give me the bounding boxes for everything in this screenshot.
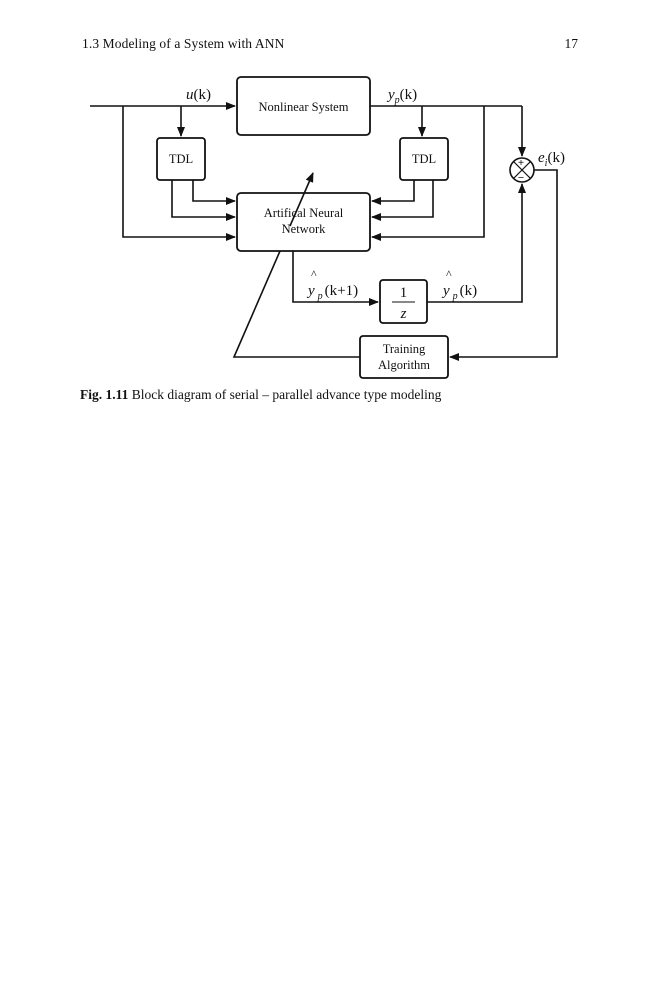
- training-label-line1: Training: [383, 342, 426, 356]
- yp-direct-to-ann-line: [371, 106, 485, 241]
- tdl-left-output-lower: [171, 180, 236, 221]
- tdl-right-output-upper: [371, 180, 415, 205]
- label-error-e-k: ei(k): [538, 150, 565, 169]
- u-direct-to-ann-line: [122, 106, 236, 241]
- tdl-right-label: TDL: [412, 152, 436, 166]
- sum-minus-sign: −: [518, 172, 524, 184]
- tdl-right-block: TDL: [399, 137, 449, 181]
- page-number: 17: [564, 36, 579, 51]
- svg-text:yp(k+1): yp(k+1): [306, 283, 358, 302]
- figure-caption-text: Block diagram of serial – parallel advan…: [128, 387, 442, 402]
- svg-text:^: ^: [311, 267, 317, 281]
- unit-delay-block: 1 z: [379, 279, 428, 324]
- ann-label-line1: Artifical Neural: [264, 206, 344, 220]
- tdl-left-label: TDL: [169, 152, 193, 166]
- delay-denominator: z: [400, 306, 407, 322]
- nonlinear-system-block: Nonlinear System: [236, 76, 371, 136]
- tdl-left-output-upper: [192, 180, 236, 205]
- training-algorithm-block: Training Algorithm: [359, 335, 449, 379]
- summing-junction: + −: [509, 157, 535, 184]
- label-yp-k: yp(k): [386, 87, 417, 106]
- svg-text:^: ^: [446, 267, 452, 281]
- error-to-training-line: [449, 169, 558, 361]
- nonlinear-system-label: Nonlinear System: [259, 100, 349, 114]
- ann-block: Artifical Neural Network: [236, 192, 371, 252]
- block-diagram: Nonlinear System TDL TDL Artifical Neura…: [90, 76, 565, 379]
- ann-label-line2: Network: [282, 222, 326, 236]
- figure-caption: Fig. 1.11 Block diagram of serial – para…: [80, 387, 441, 403]
- running-head: 1.3 Modeling of a System with ANN: [82, 36, 285, 51]
- sum-plus-sign: +: [518, 157, 524, 169]
- figure-caption-label: Fig. 1.11: [80, 387, 129, 402]
- training-label-line2: Algorithm: [378, 358, 430, 372]
- svg-text:yp(k): yp(k): [441, 283, 477, 302]
- yhat-to-sum-line: [427, 183, 526, 303]
- ann-output-line: [292, 251, 379, 306]
- adaptation-arrow: [289, 172, 314, 227]
- tdl-left-block: TDL: [156, 137, 206, 181]
- training-feedback-line: [232, 250, 360, 358]
- label-u-k: u(k): [186, 87, 211, 103]
- tdl-right-output-lower: [371, 180, 434, 221]
- delay-numerator: 1: [400, 285, 408, 301]
